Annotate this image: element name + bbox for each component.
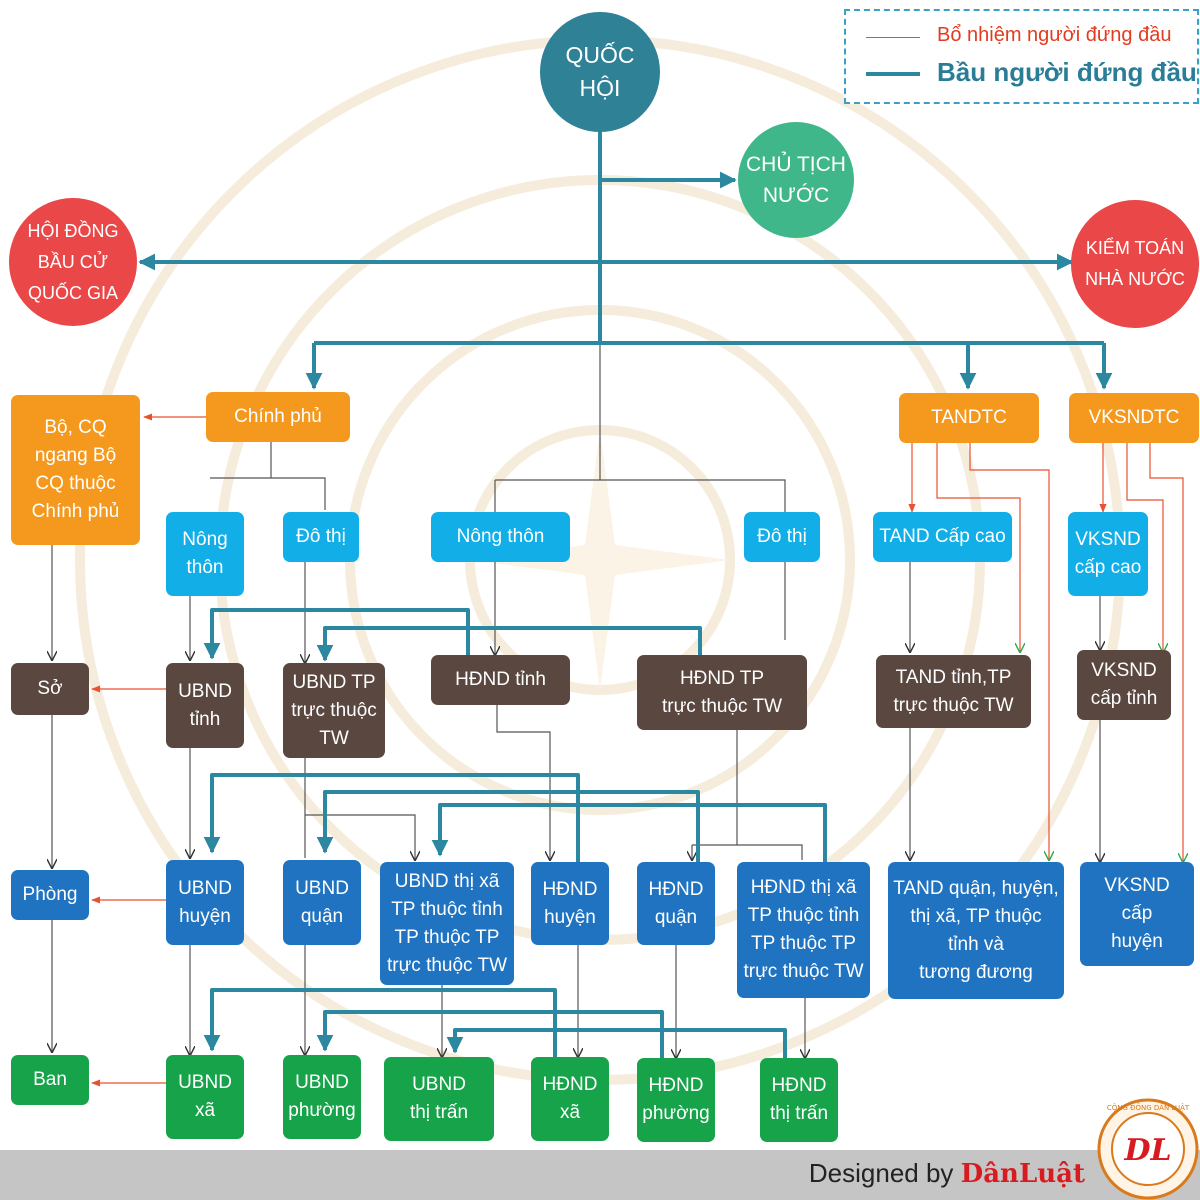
node-hdnd-huyen: HĐND huyện: [531, 862, 609, 945]
node-do-thi-cp: Đô thị: [283, 512, 359, 562]
node-bo-cq: Bộ, CQ ngang Bộ CQ thuộc Chính phủ: [11, 395, 140, 545]
node-hdnd-quan: HĐND quận: [637, 862, 715, 945]
designed-by-brand: DânLuật: [960, 1159, 1085, 1189]
node-ubnd-quan: UBND quận: [283, 860, 361, 945]
node-phong: Phòng: [11, 870, 89, 920]
legend-elect-swatch: [866, 72, 920, 76]
node-hoi-dong-bau-cu: HỘI ĐỒNG BẦU CỬ QUỐC GIA: [9, 198, 137, 326]
svg-text:DL: DL: [1123, 1133, 1171, 1168]
node-tand-quan: TAND quận, huyện, thị xã, TP thuộc tỉnh …: [888, 862, 1064, 999]
node-vksnd-tinh: VKSND cấp tỉnh: [1077, 650, 1171, 720]
node-vksnd-cap-cao: VKSND cấp cao: [1068, 512, 1148, 596]
node-ubnd-tinh: UBND tỉnh: [166, 663, 244, 748]
designed-by-credit: Designed by DânLuật: [809, 1158, 1085, 1189]
node-ubnd-xa: UBND xã: [166, 1055, 244, 1139]
legend-appoint-label: Bổ nhiệm người đứng đầu: [937, 24, 1172, 46]
node-ubnd-thi-xa: UBND thị xã TP thuộc tỉnh TP thuộc TP tr…: [380, 862, 514, 985]
node-hdnd-phuong: HĐND phường: [637, 1058, 715, 1142]
node-vksndtc: VKSNDTC: [1069, 393, 1199, 443]
node-chinh-phu: Chính phủ: [206, 392, 350, 442]
node-hdnd-xa: HĐND xã: [531, 1057, 609, 1141]
node-ubnd-tp-tw: UBND TP trực thuộc TW: [283, 663, 385, 758]
node-quoc-hoi: QUỐC HỘI: [540, 12, 660, 132]
node-nong-thon-cp: Nông thôn: [166, 512, 244, 596]
footer: Designed by DânLuật: [0, 1150, 1200, 1200]
svg-text:CỘNG ĐỒNG DÂN LUẬT: CỘNG ĐỒNG DÂN LUẬT: [1107, 1102, 1190, 1112]
node-vksnd-huyen: VKSND cấp huyện: [1080, 862, 1194, 966]
legend: Bổ nhiệm người đứng đầu Bầu người đứng đ…: [844, 9, 1199, 104]
node-so: Sở: [11, 663, 89, 715]
node-tand-cap-cao: TAND Cấp cao: [873, 512, 1012, 562]
node-ubnd-huyen: UBND huyện: [166, 860, 244, 945]
node-nong-thon-qh: Nông thôn: [431, 512, 570, 562]
node-chu-tich-nuoc: CHỦ TỊCH NƯỚC: [738, 122, 854, 238]
node-kiem-toan: KIỂM TOÁN NHÀ NƯỚC: [1071, 200, 1199, 328]
designed-by-prefix: Designed by: [808, 1158, 961, 1188]
node-tand-tinh: TAND tỉnh,TP trực thuộc TW: [876, 655, 1031, 728]
node-ubnd-thi-tran: UBND thị trấn: [384, 1057, 494, 1141]
node-hdnd-thi-xa: HĐND thị xã TP thuộc tỉnh TP thuộc TP tr…: [737, 862, 870, 998]
node-ubnd-phuong: UBND phường: [283, 1055, 361, 1139]
danluat-seal-logo: DL CỘNG ĐỒNG DÂN LUẬT: [1097, 1098, 1199, 1200]
node-hdnd-tinh: HĐND tỉnh: [431, 655, 570, 705]
node-do-thi-qh: Đô thị: [744, 512, 820, 562]
legend-appoint-swatch: [866, 37, 920, 38]
node-hdnd-tp-tw: HĐND TP trực thuộc TW: [637, 655, 807, 730]
node-tandtc: TANDTC: [899, 393, 1039, 443]
node-ban: Ban: [11, 1055, 89, 1105]
legend-elect-label: Bầu người đứng đầu: [937, 57, 1197, 87]
node-hdnd-thi-tran: HĐND thị trấn: [760, 1058, 838, 1142]
